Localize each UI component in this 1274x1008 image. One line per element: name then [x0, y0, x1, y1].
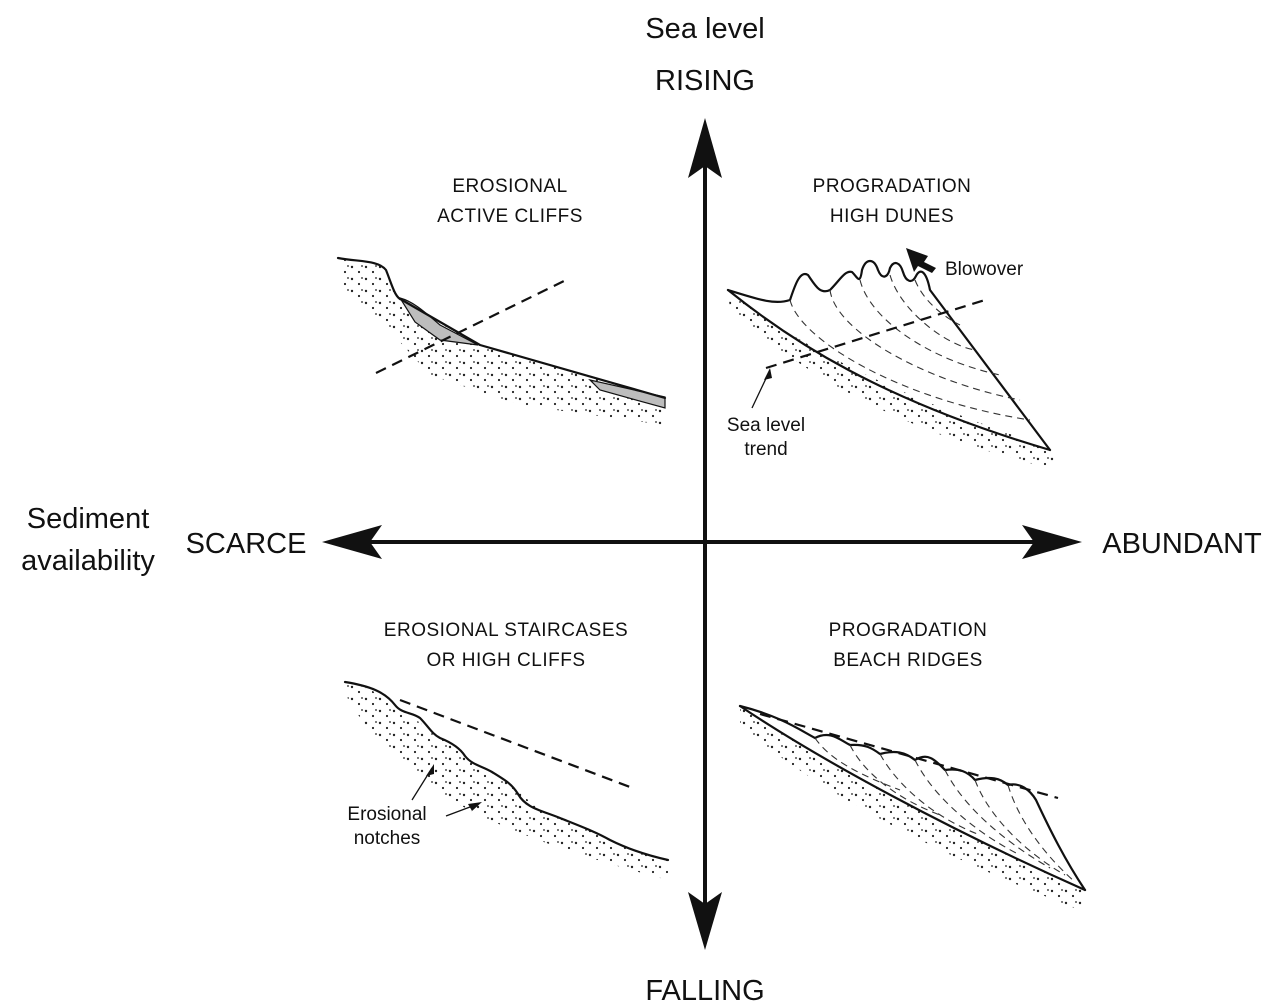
arrowhead-up-icon	[688, 118, 722, 178]
arrowhead-right-icon	[1022, 525, 1082, 559]
quadrant-top-left: EROSIONAL ACTIVE CLIFFS	[336, 176, 667, 425]
quadrant-bottom-right-title-line1: PROGRADATION	[829, 620, 988, 641]
blowover-label: Blowover	[945, 259, 1024, 280]
quadrant-top-left-title-line2: ACTIVE CLIFFS	[437, 206, 583, 227]
quadrant-bottom-left-title-line2: OR HIGH CLIFFS	[426, 650, 585, 671]
quadrant-top-right-title-line2: HIGH DUNES	[830, 206, 954, 227]
quadrant-top-left-title-line1: EROSIONAL	[452, 176, 567, 197]
horizontal-axis-right-label: ABUNDANT	[1102, 528, 1262, 560]
arrowhead-left-icon	[322, 525, 382, 559]
dune-profile	[726, 248, 1058, 470]
horizontal-axis-left-label: SCARCE	[186, 528, 307, 560]
blowover-arrow-icon	[906, 248, 936, 273]
horizontal-axis-title-line1: Sediment	[27, 503, 150, 535]
active-cliff-profile	[336, 256, 667, 425]
vertical-axis-top-label: RISING	[655, 65, 755, 97]
quadrant-bottom-right-title-line2: BEACH RIDGES	[833, 650, 983, 671]
sea-level-trend-label-line1: Sea level	[727, 415, 805, 436]
quadrant-top-right-title-line1: PROGRADATION	[813, 176, 972, 197]
erosional-notches-label-line1: Erosional	[347, 804, 426, 825]
quadrant-top-right: PROGRADATION HIGH DUNES Blowover Sea lev…	[726, 176, 1058, 470]
axes	[322, 118, 1082, 950]
arrowhead-down-icon	[688, 892, 722, 950]
vertical-axis-title: Sea level	[645, 13, 764, 45]
vertical-axis-bottom-label: FALLING	[645, 975, 764, 1007]
quadrant-bottom-left-title-line1: EROSIONAL STAIRCASES	[384, 620, 628, 641]
erosional-notches-label-line2: notches	[354, 828, 421, 849]
quadrant-bottom-right: PROGRADATION BEACH RIDGES	[738, 620, 1087, 912]
staircase-cliff-profile	[343, 680, 670, 880]
sea-level-trend-label-line2: trend	[744, 439, 787, 460]
horizontal-axis-title-line2: availability	[21, 545, 155, 577]
beach-ridge-profile	[738, 704, 1087, 912]
quadrant-bottom-left: EROSIONAL STAIRCASES OR HIGH CLIFFS Eros…	[343, 620, 670, 880]
